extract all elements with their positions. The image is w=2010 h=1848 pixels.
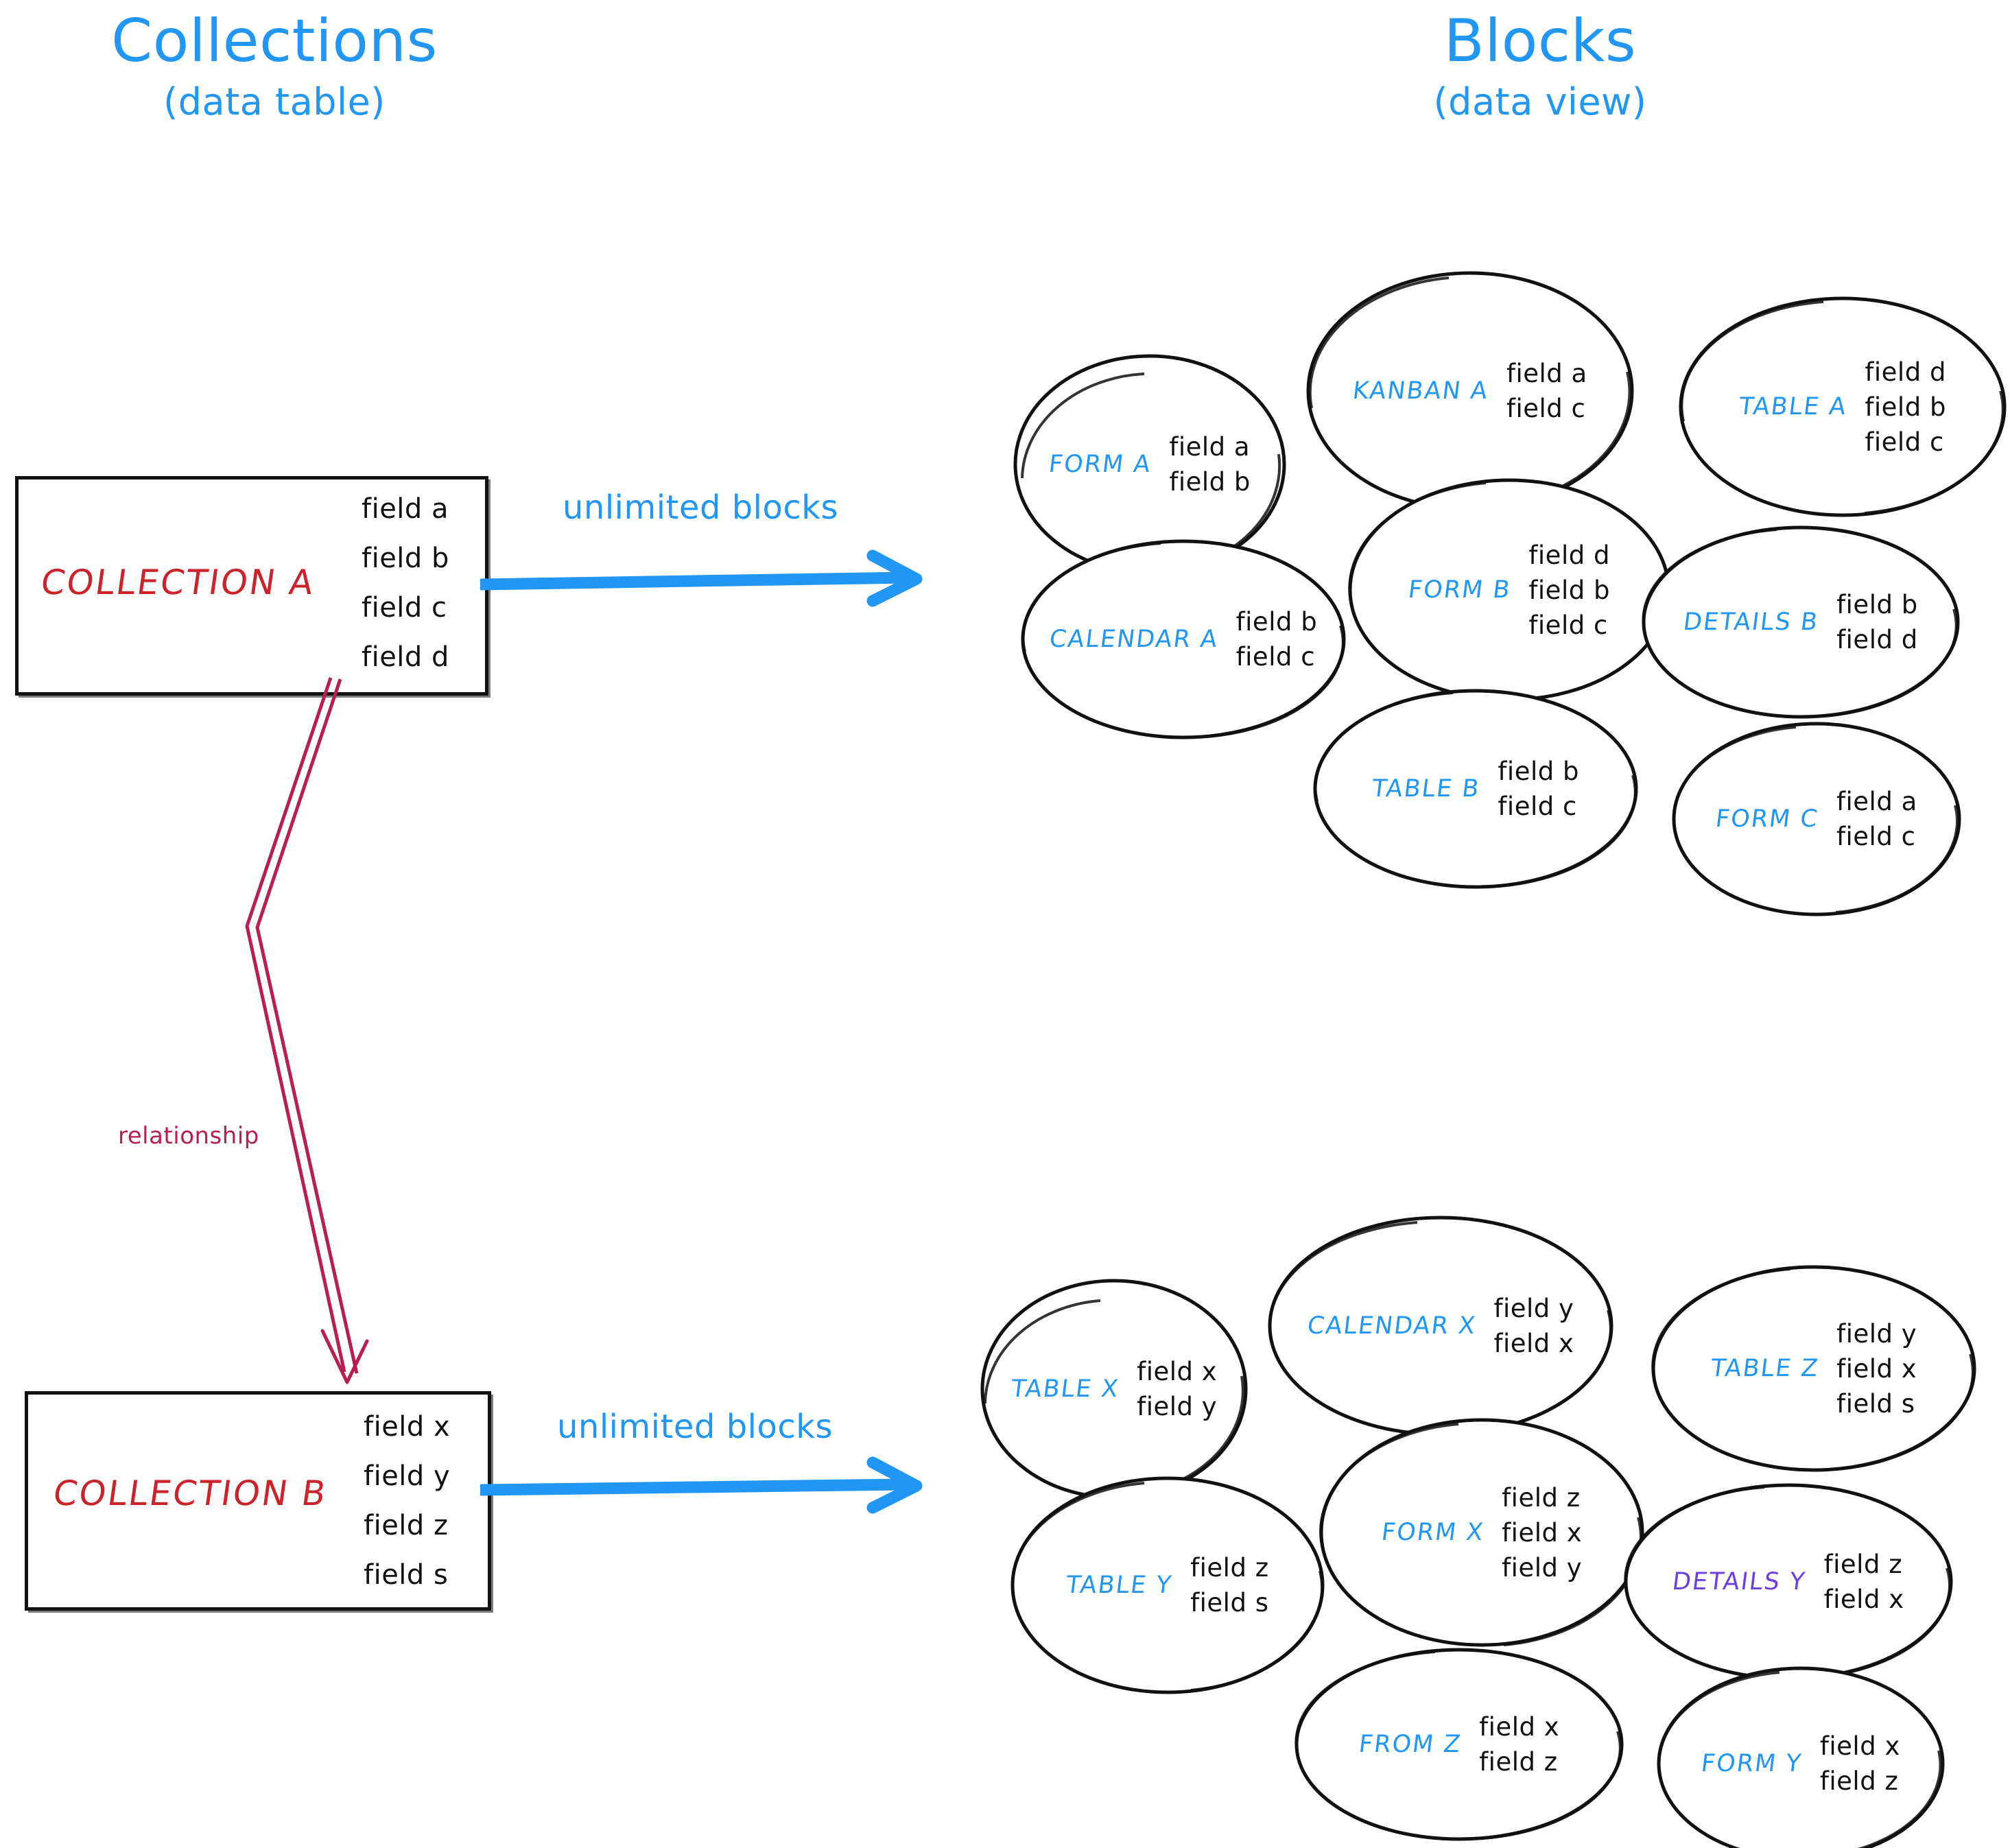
collection-b-name: COLLECTION B xyxy=(50,1473,330,1513)
block-node-table-b[interactable]: TABLE B field b field c xyxy=(1309,686,1642,892)
collection-a-field-list: field a field b field c field d xyxy=(362,495,449,671)
block-node-calendar-a[interactable]: CALENDAR A field b field c xyxy=(1017,536,1350,742)
collection-a-field: field c xyxy=(362,592,447,624)
collection-b-field-list: field x field y field z field s xyxy=(364,1413,450,1589)
collection-a-field: field b xyxy=(362,543,449,574)
block-node-details-b[interactable]: DETAILS B field b field d xyxy=(1638,523,1963,722)
block-node-form-c[interactable]: FORM C field a field c xyxy=(1668,719,1965,919)
arrow-label-unlimited-blocks-a: unlimited blocks xyxy=(563,488,839,527)
block-node-table-y[interactable]: TABLE Y field z field s xyxy=(1007,1473,1328,1697)
block-node-from-z[interactable]: FROM Z field x field z xyxy=(1291,1645,1627,1844)
arrow-label-unlimited-blocks-b: unlimited blocks xyxy=(557,1408,833,1446)
blocks-title: Blocks xyxy=(1443,7,1637,75)
collection-a-box[interactable] xyxy=(15,476,488,696)
block-node-form-y[interactable]: FORM Y field x field z xyxy=(1653,1666,1948,1848)
collection-b-field: field z xyxy=(364,1510,449,1541)
block-node-calendar-x[interactable]: CALENDAR X field y field x xyxy=(1264,1213,1618,1439)
collection-b-field: field s xyxy=(364,1559,449,1591)
arrow-collection-a-to-blocks xyxy=(475,542,947,620)
collection-a-field: field a xyxy=(362,493,449,525)
collections-subtitle: (data table) xyxy=(163,80,386,124)
block-node-details-y[interactable]: DETAILS Y field z field x xyxy=(1620,1480,1956,1683)
collection-b-field: field y xyxy=(364,1460,451,1492)
collection-a-name: COLLECTION A xyxy=(38,562,318,602)
relationship-connector xyxy=(226,672,418,1395)
relationship-label: relationship xyxy=(118,1122,259,1150)
block-node-table-z[interactable]: TABLE Z field y field x field s xyxy=(1648,1262,1980,1475)
collection-a-field: field d xyxy=(362,641,449,673)
collection-b-box[interactable] xyxy=(25,1391,491,1611)
blocks-subtitle: (data view) xyxy=(1433,80,1647,124)
blocks-header: Blocks (data view) xyxy=(1307,7,1773,124)
collections-title: Collections xyxy=(111,7,438,75)
collection-b-field: field x xyxy=(364,1411,451,1443)
block-node-table-a[interactable]: TABLE A field d field b field c xyxy=(1675,294,2010,520)
block-node-table-x[interactable]: TABLE X field x field y xyxy=(977,1276,1251,1502)
collections-header: Collections (data table) xyxy=(41,7,508,124)
arrow-collection-b-to-blocks xyxy=(475,1447,947,1532)
block-node-form-b[interactable]: FORM B field d field b field c xyxy=(1345,475,1674,705)
block-node-form-x[interactable]: FORM X field z field x field y xyxy=(1316,1414,1648,1650)
